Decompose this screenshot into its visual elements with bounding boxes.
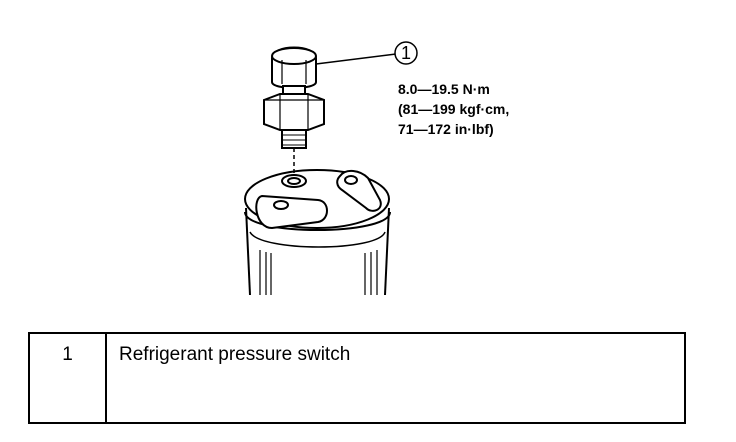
pressure-switch-diagram: 1 8.0—19.5 N·m (81—199 kgf·cm, 71—172 in… [244,41,509,296]
legend-row-number: 1 [28,332,107,424]
right-fitting-pad [336,170,382,212]
legend-table: 1 Refrigerant pressure switch [28,332,686,424]
switch-port [281,174,307,188]
torque-line-kgfcm: (81—199 kgf·cm, [398,101,509,117]
torque-specification: 8.0—19.5 N·m (81—199 kgf·cm, 71—172 in·l… [398,81,509,137]
legend-row: 1 Refrigerant pressure switch [28,332,686,424]
callout-number: 1 [401,43,411,63]
tank-shading [259,250,378,295]
legend-row-description: Refrigerant pressure switch [105,332,686,424]
callout-marker: 1 [394,41,418,65]
torque-line-inlbf: 71—172 in·lbf) [398,121,494,137]
refrigerant-pressure-switch [263,46,325,149]
torque-line-nm: 8.0—19.5 N·m [398,81,490,97]
left-fitting-pad [255,194,328,230]
callout-leader-line [315,53,397,65]
